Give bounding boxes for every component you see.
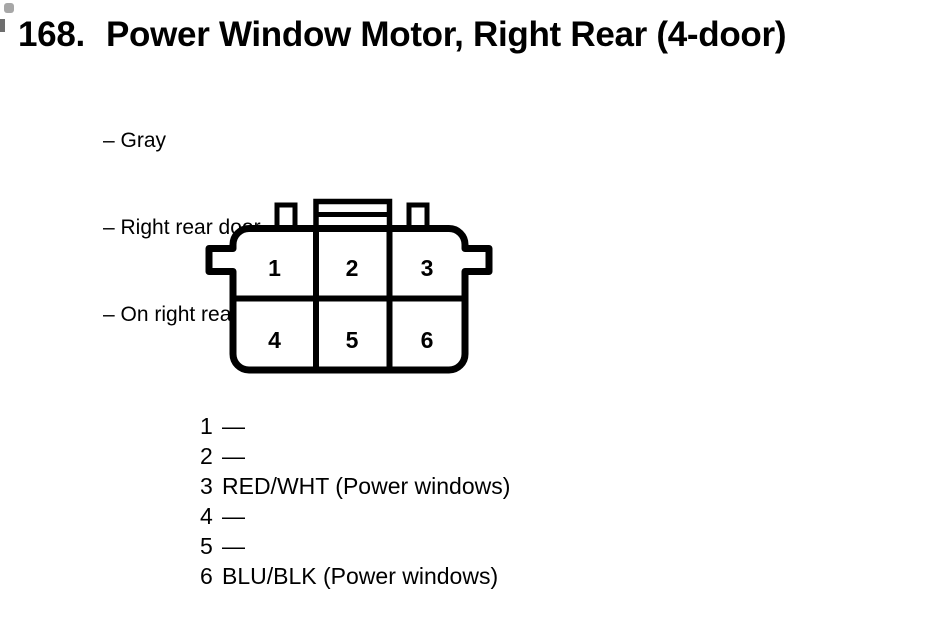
note-color: – Gray bbox=[103, 129, 167, 152]
pin-row: 6 BLU/BLK (Power windows) bbox=[200, 561, 510, 591]
pin-row: 3 RED/WHT (Power windows) bbox=[200, 471, 510, 501]
pin-wire: — bbox=[222, 443, 245, 469]
cavity-dividers bbox=[234, 228, 464, 368]
cavity-5-label: 5 bbox=[346, 327, 359, 353]
item-title: Power Window Motor, Right Rear (4-door) bbox=[106, 15, 787, 54]
right-key-tab bbox=[406, 202, 430, 234]
scan-artifact bbox=[4, 3, 14, 13]
pin-wire: — bbox=[222, 413, 245, 439]
cavity-4-label: 4 bbox=[268, 327, 281, 353]
left-key-tab bbox=[274, 202, 298, 234]
pin-number: 5 bbox=[200, 533, 213, 559]
pin-row: 1— bbox=[200, 411, 510, 441]
pin-number: 4 bbox=[200, 503, 213, 529]
page-title: 168. Power Window Motor, Right Rear (4-do… bbox=[18, 15, 786, 55]
cavity-2-label: 2 bbox=[346, 255, 359, 281]
item-number: 168. bbox=[18, 15, 85, 54]
pin-row: 4— bbox=[200, 501, 510, 531]
connector-top-tabs bbox=[274, 198, 430, 234]
pin-row: 2— bbox=[200, 441, 510, 471]
pin-number: 6 bbox=[200, 563, 213, 589]
note-location: – Right rear door bbox=[103, 216, 261, 239]
connector-diagram: 1 2 3 4 5 6 bbox=[205, 198, 493, 374]
pin-number: 2 bbox=[200, 443, 213, 469]
cavity-1-label: 1 bbox=[268, 255, 281, 281]
pin-wire: BLU/BLK (Power windows) bbox=[222, 563, 499, 589]
pin-wire: RED/WHT (Power windows) bbox=[222, 473, 511, 499]
pin-row: 5— bbox=[200, 531, 510, 561]
cavity-numbers: 1 2 3 4 5 6 bbox=[268, 255, 433, 353]
pin-number: 1 bbox=[200, 413, 213, 439]
cavity-3-label: 3 bbox=[421, 255, 434, 281]
pin-wire: — bbox=[222, 533, 245, 559]
pin-number: 3 bbox=[200, 473, 213, 499]
cavity-6-label: 6 bbox=[421, 327, 434, 353]
scan-artifact bbox=[0, 19, 5, 32]
pin-wire: — bbox=[222, 503, 245, 529]
